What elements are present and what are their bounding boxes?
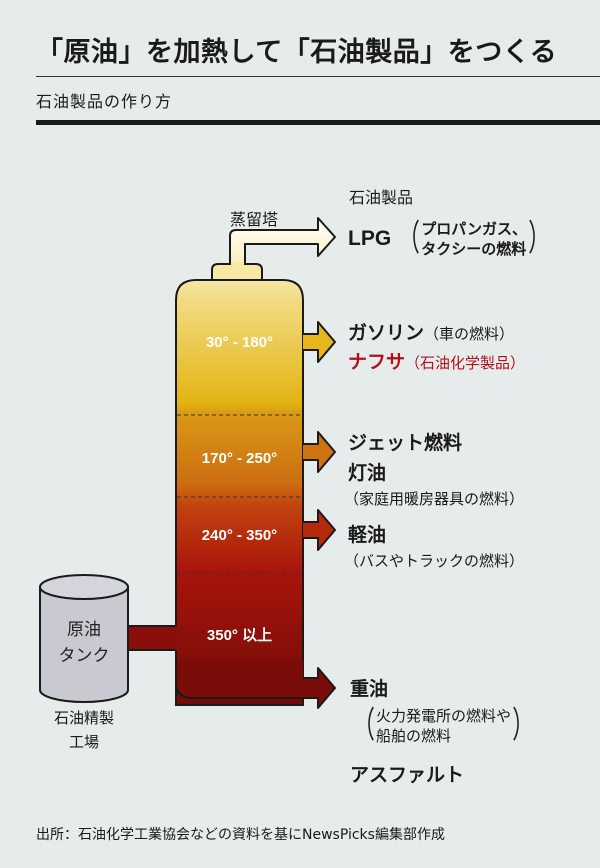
products-heading: 石油製品 [349, 188, 414, 207]
diesel-note: （バスやトラックの燃料） [344, 552, 525, 570]
heavy-oil-note-line2: 船舶の燃料 [376, 727, 452, 745]
gasoline-arrow [303, 321, 336, 363]
product-diesel: 軽油 [348, 524, 387, 546]
tank-label-line1: 原油 [67, 620, 101, 640]
product-kerosene: 灯油 [348, 462, 387, 484]
kerosene-note: （家庭用暖房器具の燃料） [344, 490, 525, 508]
heavy-oil-note: （ 火力発電所の燃料や 船舶の燃料 ） [346, 706, 541, 746]
factory-label-line1: 石油精製 [53, 709, 114, 727]
lpg-product: LPG （ プロパンガス、 タクシーの燃料 ） [348, 219, 557, 259]
paren-close: ） [512, 705, 534, 746]
tank-label-line2: タンク [58, 646, 110, 666]
temp-range-2: 170° - 250° [201, 450, 278, 467]
page-title: 「原油」を加熱して「石油製品」をつくる [36, 37, 558, 68]
lpg-name: LPG [348, 227, 392, 250]
product-name: ナフサ [348, 351, 406, 373]
product-note: （車の燃料） [424, 325, 515, 343]
product-note: （石油化学製品） [405, 354, 526, 372]
heavy-oil-note-line1: 火力発電所の燃料や [376, 707, 512, 725]
jet-fuel-arrow [303, 431, 336, 473]
crude-oil-tank [39, 574, 129, 703]
product-naphtha: ナフサ（石油化学製品） [348, 347, 525, 374]
product-name: ガソリン [348, 322, 425, 344]
product-heavy-oil: 重油 [350, 678, 389, 700]
source-note: 出所：石油化学工業協会などの資料を基にNewsPicks編集部作成 [36, 827, 445, 843]
paren-close: ） [528, 218, 550, 259]
header-bar [36, 120, 600, 125]
page-subtitle: 石油製品の作り方 [36, 92, 173, 111]
paren-open: （ [353, 705, 375, 746]
product-jet-fuel: ジェット燃料 [348, 432, 463, 454]
factory-label-line2: 工場 [68, 733, 99, 751]
title-divider [36, 76, 600, 77]
temp-range-3: 240° - 350° [201, 527, 278, 544]
product-asphalt: アスファルト [350, 764, 465, 786]
temp-range-4: 350° 以上 [206, 627, 273, 644]
lpg-note-line2: タクシーの燃料 [421, 240, 527, 258]
cap-joint [231, 262, 244, 280]
paren-open: （ [398, 218, 420, 259]
tower-label: 蒸留塔 [230, 210, 279, 229]
product-gasoline: ガソリン（車の燃料） [348, 318, 514, 345]
heavy-oil-arrow [176, 660, 335, 708]
distillation-tower [175, 279, 304, 706]
feed-pipe [128, 626, 178, 650]
lpg-arrow [229, 217, 336, 279]
lpg-note-line1: プロパンガス、 [421, 220, 527, 238]
diesel-arrow [303, 509, 336, 551]
temp-range-1: 30° - 180° [205, 334, 274, 351]
